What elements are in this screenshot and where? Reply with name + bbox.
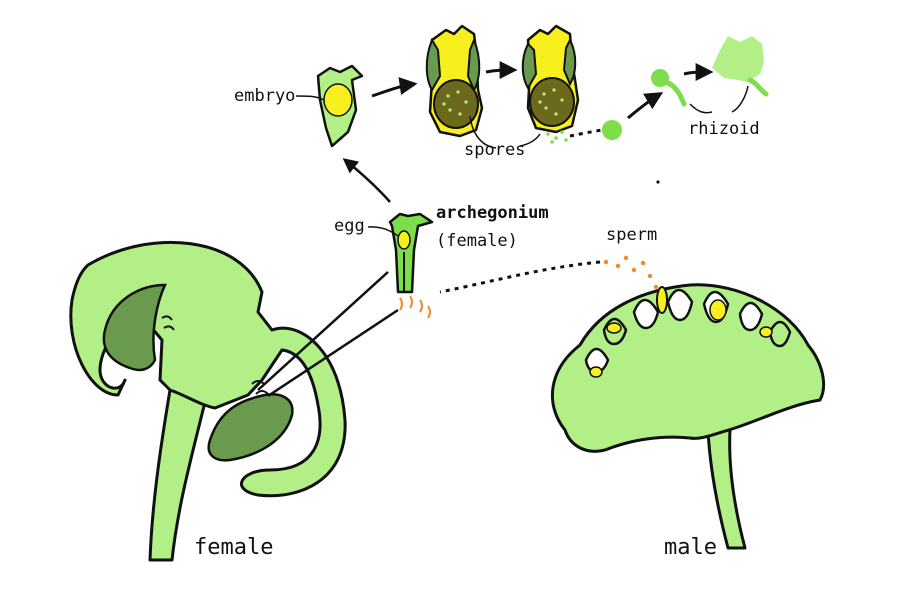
archegonium xyxy=(388,212,434,294)
antheridium-2 xyxy=(656,286,668,314)
embryo-core xyxy=(323,83,353,117)
archegonium-female-label: (female) xyxy=(436,231,518,251)
arrow-embryo-to-sporophyte xyxy=(371,77,418,98)
embryo-leader-line xyxy=(295,95,325,101)
male-chamber-3 xyxy=(632,298,660,330)
antheridium-1 xyxy=(606,322,622,334)
sporophyte-mature xyxy=(521,24,580,134)
sperm-dots xyxy=(603,255,659,290)
male-chamber-6 xyxy=(738,301,764,332)
spores-label: spores xyxy=(464,140,525,160)
female-plant-label: female xyxy=(194,535,273,560)
rhizoid-label: rhizoid xyxy=(688,119,760,139)
archegonium-label: archegonium xyxy=(436,203,549,223)
egg-leader-line xyxy=(367,226,399,237)
arrow-spore-to-gemma xyxy=(627,92,664,120)
egg-cell xyxy=(397,230,411,250)
male-plant-label: male xyxy=(664,535,717,560)
female-stalk xyxy=(148,388,207,562)
female-umbrella-head xyxy=(69,240,347,498)
spores-leader-line xyxy=(469,115,497,149)
stray-dot xyxy=(656,180,660,184)
zoom-line-lower xyxy=(267,308,399,398)
female-lower-inner-lobe xyxy=(207,393,294,462)
antheridium-4 xyxy=(759,326,773,338)
spore-capsule-young xyxy=(433,79,479,129)
female-archegonia-cluster-1 xyxy=(161,315,175,331)
spore-dispersal-path xyxy=(569,128,603,138)
archegonium-body xyxy=(388,212,434,294)
young-gametophyte xyxy=(651,69,687,107)
embryo-stage xyxy=(316,64,364,148)
male-plant xyxy=(551,283,825,550)
rhizoid-leader-line-2 xyxy=(731,85,749,113)
thallus xyxy=(712,36,769,97)
male-chamber-1 xyxy=(584,347,610,374)
arrow-sporophyte-to-mature xyxy=(485,61,518,80)
embryo-label: embryo xyxy=(234,86,295,106)
sperm-squiggles xyxy=(399,295,431,319)
rhizoid-leader-line xyxy=(689,103,713,114)
antheridium-3 xyxy=(709,299,727,321)
antheridium-5 xyxy=(589,366,603,378)
arrow-gemma-to-thallus xyxy=(683,63,714,82)
female-plant xyxy=(69,240,347,562)
female-upper-inner-lobe xyxy=(102,283,167,372)
male-chamber-7 xyxy=(768,320,792,348)
sporophyte-young xyxy=(425,24,484,138)
arrow-archegonium-to-embryo xyxy=(342,158,391,203)
male-stalk xyxy=(706,428,747,550)
spores-leader-line-2 xyxy=(519,133,541,147)
germinating-spore xyxy=(602,120,622,140)
sperm-travel-path xyxy=(439,260,601,294)
released-spores xyxy=(546,130,568,144)
zoom-line-upper xyxy=(257,271,389,391)
sperm-label: sperm xyxy=(606,225,657,245)
egg-label: egg xyxy=(334,216,365,236)
female-archegonia-cluster-2 xyxy=(251,380,269,395)
male-chamber-4 xyxy=(666,288,694,322)
spore-capsule-mature xyxy=(529,77,575,127)
